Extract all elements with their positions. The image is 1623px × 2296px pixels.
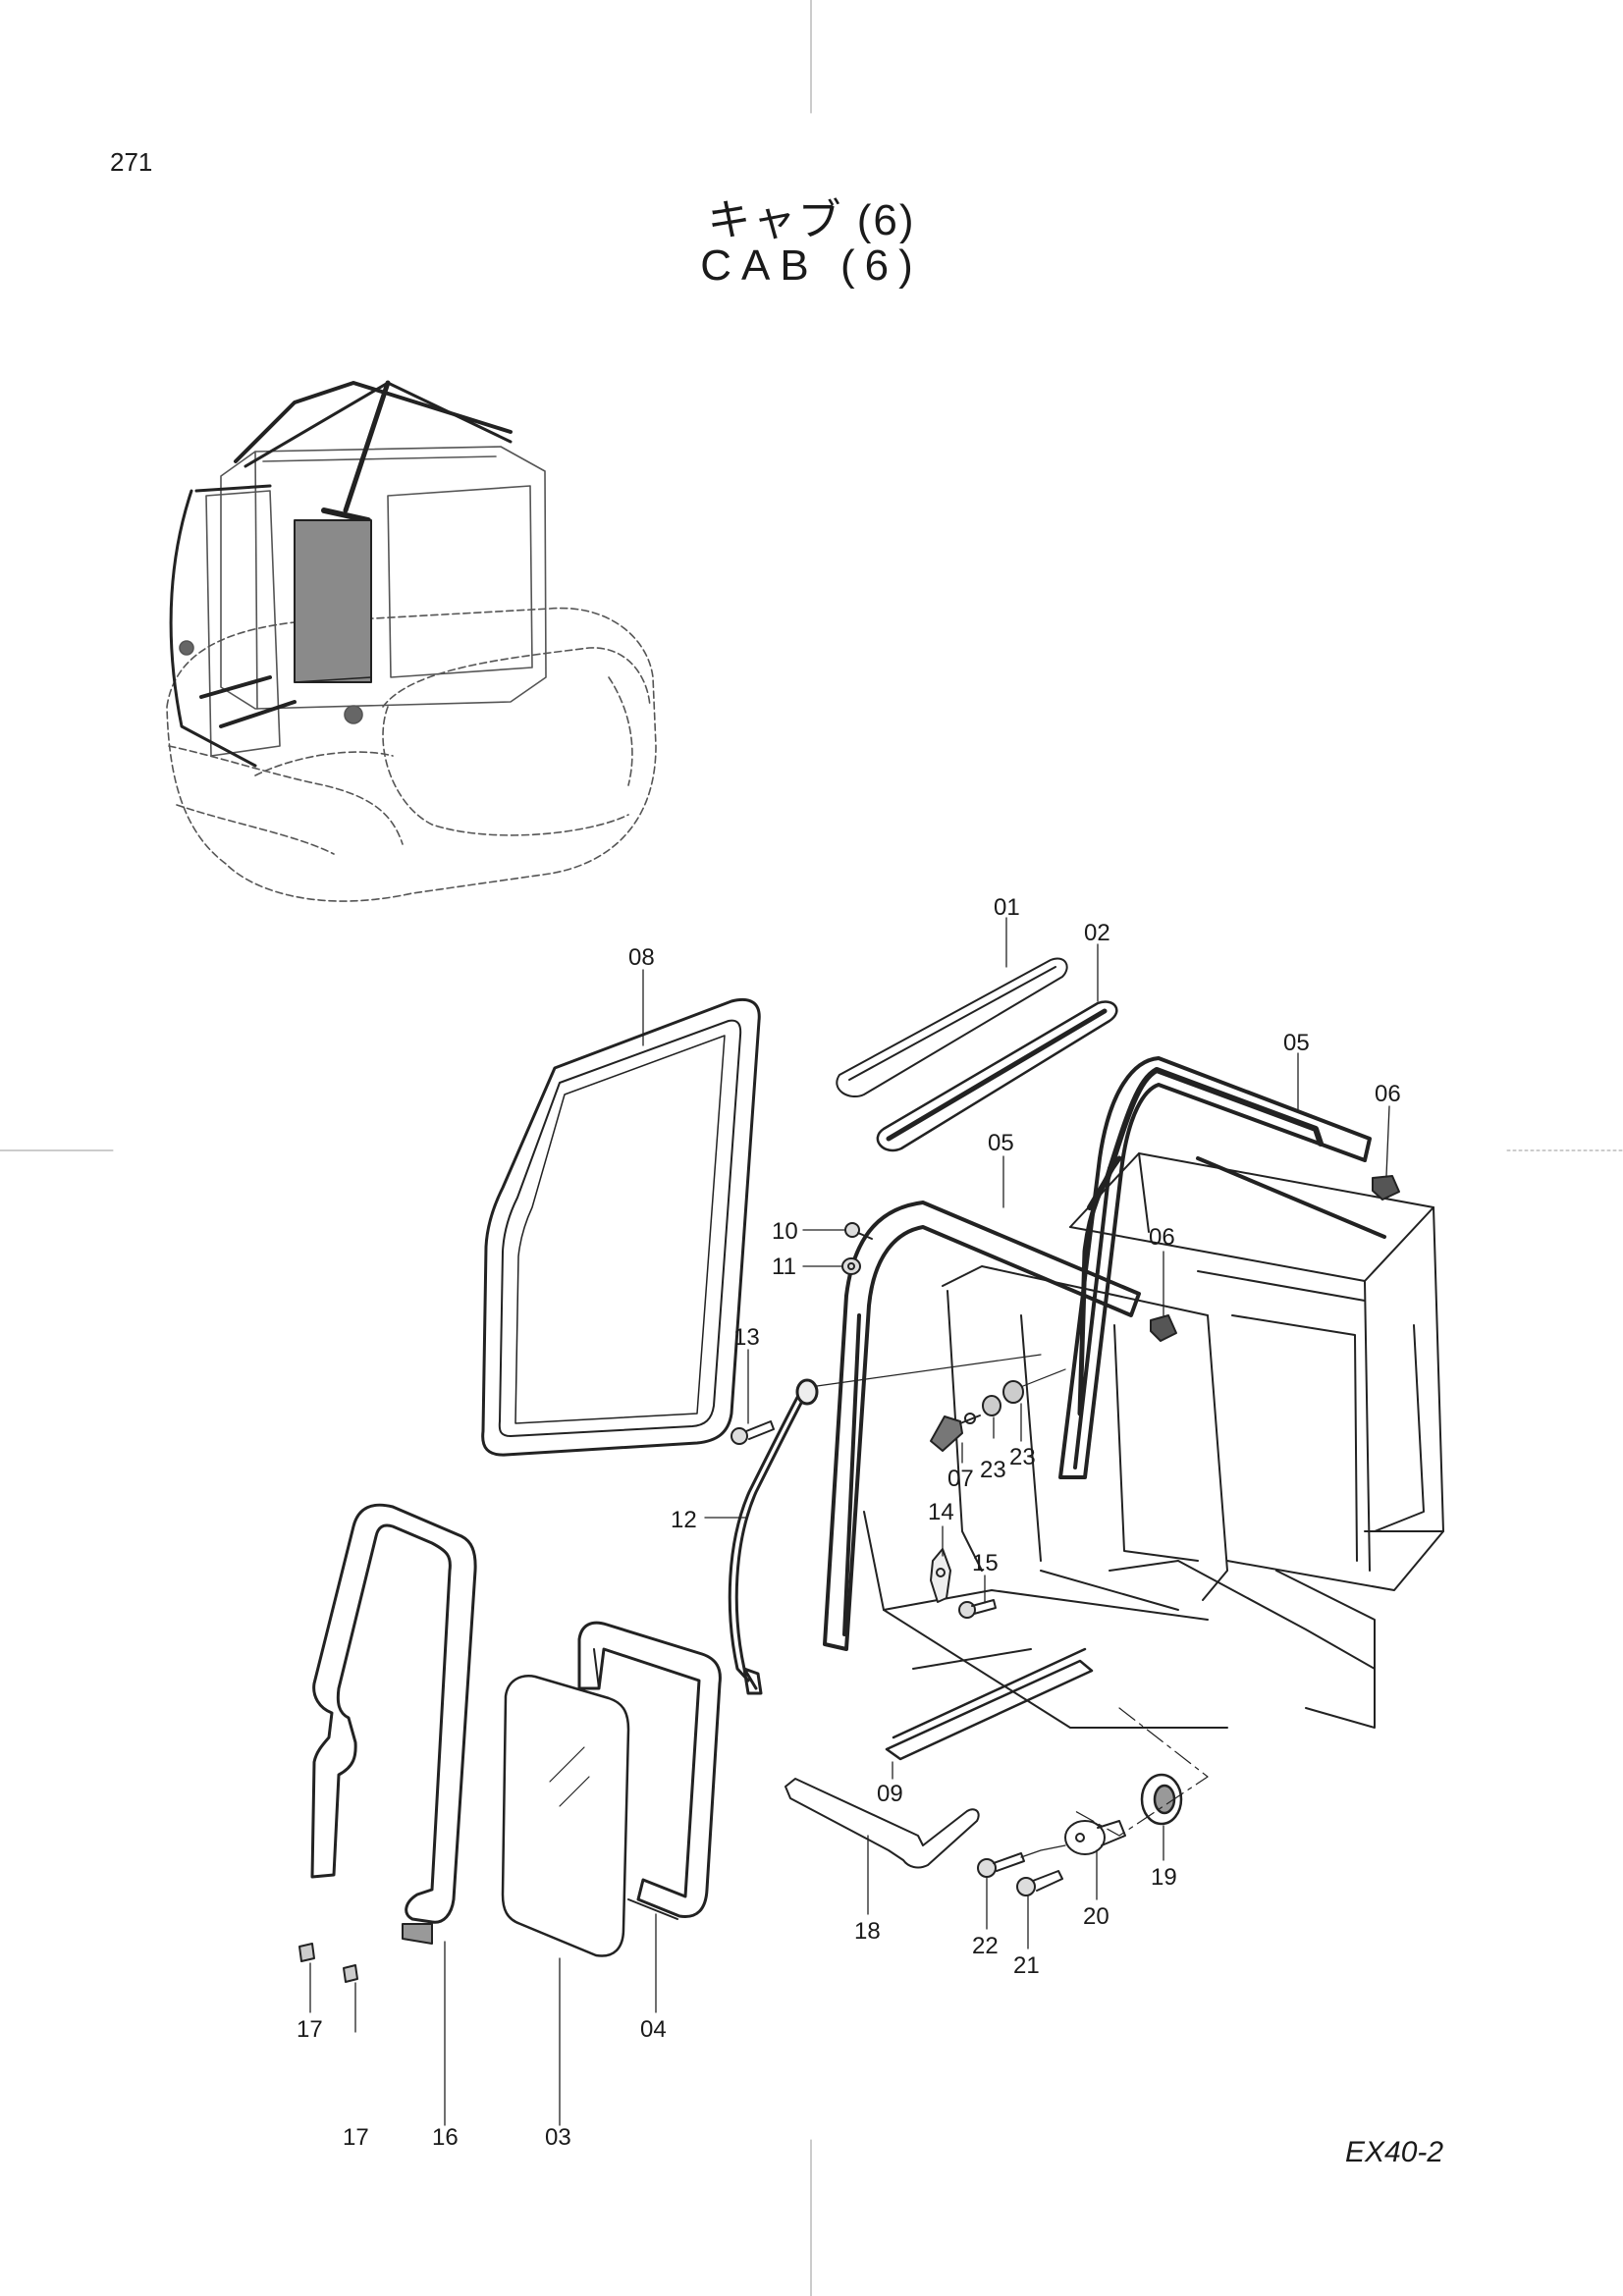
callout-01: 01 (994, 894, 1020, 921)
part-14-bracket (930, 1548, 951, 1603)
callout-06-rear: 06 (1375, 1081, 1401, 1107)
part-17-clip-a (298, 1943, 315, 1962)
callout-13: 13 (733, 1324, 760, 1351)
callout-08: 08 (628, 944, 655, 971)
model-code: EX40-2 (1345, 2136, 1444, 2168)
part-16-window-seal (310, 1503, 477, 1924)
callout-11: 11 (772, 1254, 796, 1280)
callout-23-b: 23 (1009, 1444, 1036, 1470)
part-11-nut (841, 1257, 861, 1275)
part-07-striker (930, 1413, 981, 1452)
overview-machine-illustration (166, 380, 657, 902)
part-20-lock (1064, 1820, 1126, 1855)
part-09-guide-rail (885, 1647, 1094, 1761)
callout-19: 19 (1151, 1864, 1177, 1891)
callout-labels: 01 02 03 04 05 05 06 06 07 08 09 10 11 1… (297, 894, 1401, 2151)
part-04-glass-seal (577, 1621, 722, 1920)
cab-frame (863, 1067, 1444, 1729)
page-title-jp: キャブ (6) (707, 196, 916, 244)
callout-18: 18 (854, 1918, 881, 1945)
page-number: 271 (110, 147, 153, 177)
callout-20: 20 (1083, 1903, 1109, 1930)
part-06-stopper-front (1150, 1314, 1177, 1342)
callout-15: 15 (972, 1550, 999, 1576)
callout-10: 10 (772, 1218, 798, 1245)
callout-05-front: 05 (988, 1130, 1014, 1156)
callout-05-rear: 05 (1283, 1030, 1310, 1056)
callout-23-a: 23 (980, 1457, 1006, 1483)
part-02-channel-seal (876, 1000, 1118, 1152)
callout-07: 07 (947, 1466, 974, 1492)
callout-06-front: 06 (1149, 1224, 1175, 1251)
part-08-door-seal (481, 997, 761, 1457)
callout-03: 03 (545, 2124, 571, 2151)
part-06-stopper-rear (1372, 1175, 1400, 1201)
callout-21: 21 (1013, 1952, 1040, 1979)
page-title-en: CAB (6) (700, 241, 923, 290)
part-18-bracket (784, 1778, 980, 1869)
callout-14: 14 (928, 1499, 954, 1525)
part-21-screw (1016, 1870, 1063, 1896)
part-17-clip-b (343, 1964, 358, 1983)
part-01-trim-strip (836, 957, 1068, 1097)
callout-02: 02 (1084, 920, 1110, 946)
callout-09: 09 (877, 1781, 903, 1807)
callout-17-b: 17 (343, 2124, 369, 2151)
callout-17-a: 17 (297, 2016, 323, 2043)
callout-12: 12 (671, 1507, 697, 1533)
callout-04: 04 (640, 2016, 667, 2043)
callout-22: 22 (972, 1933, 999, 1959)
part-23-collar-a (982, 1395, 1001, 1416)
part-05-pillar-seal-rear (1058, 1056, 1372, 1479)
part-03-window-glass (501, 1675, 630, 1957)
part-12-door-stay (728, 1354, 1042, 1695)
leader-lines (309, 917, 1390, 2126)
part-15-bolt (958, 1599, 997, 1619)
part-05-pillar-seal-front (823, 1201, 1141, 1651)
part-16-seal-end (402, 1923, 433, 1945)
part-23-collar-b (1002, 1368, 1066, 1404)
callout-16: 16 (432, 2124, 459, 2151)
part-22-screw (977, 1844, 1066, 1878)
part-19-cap (1140, 1773, 1183, 1826)
part-13-bolt (730, 1420, 775, 1445)
